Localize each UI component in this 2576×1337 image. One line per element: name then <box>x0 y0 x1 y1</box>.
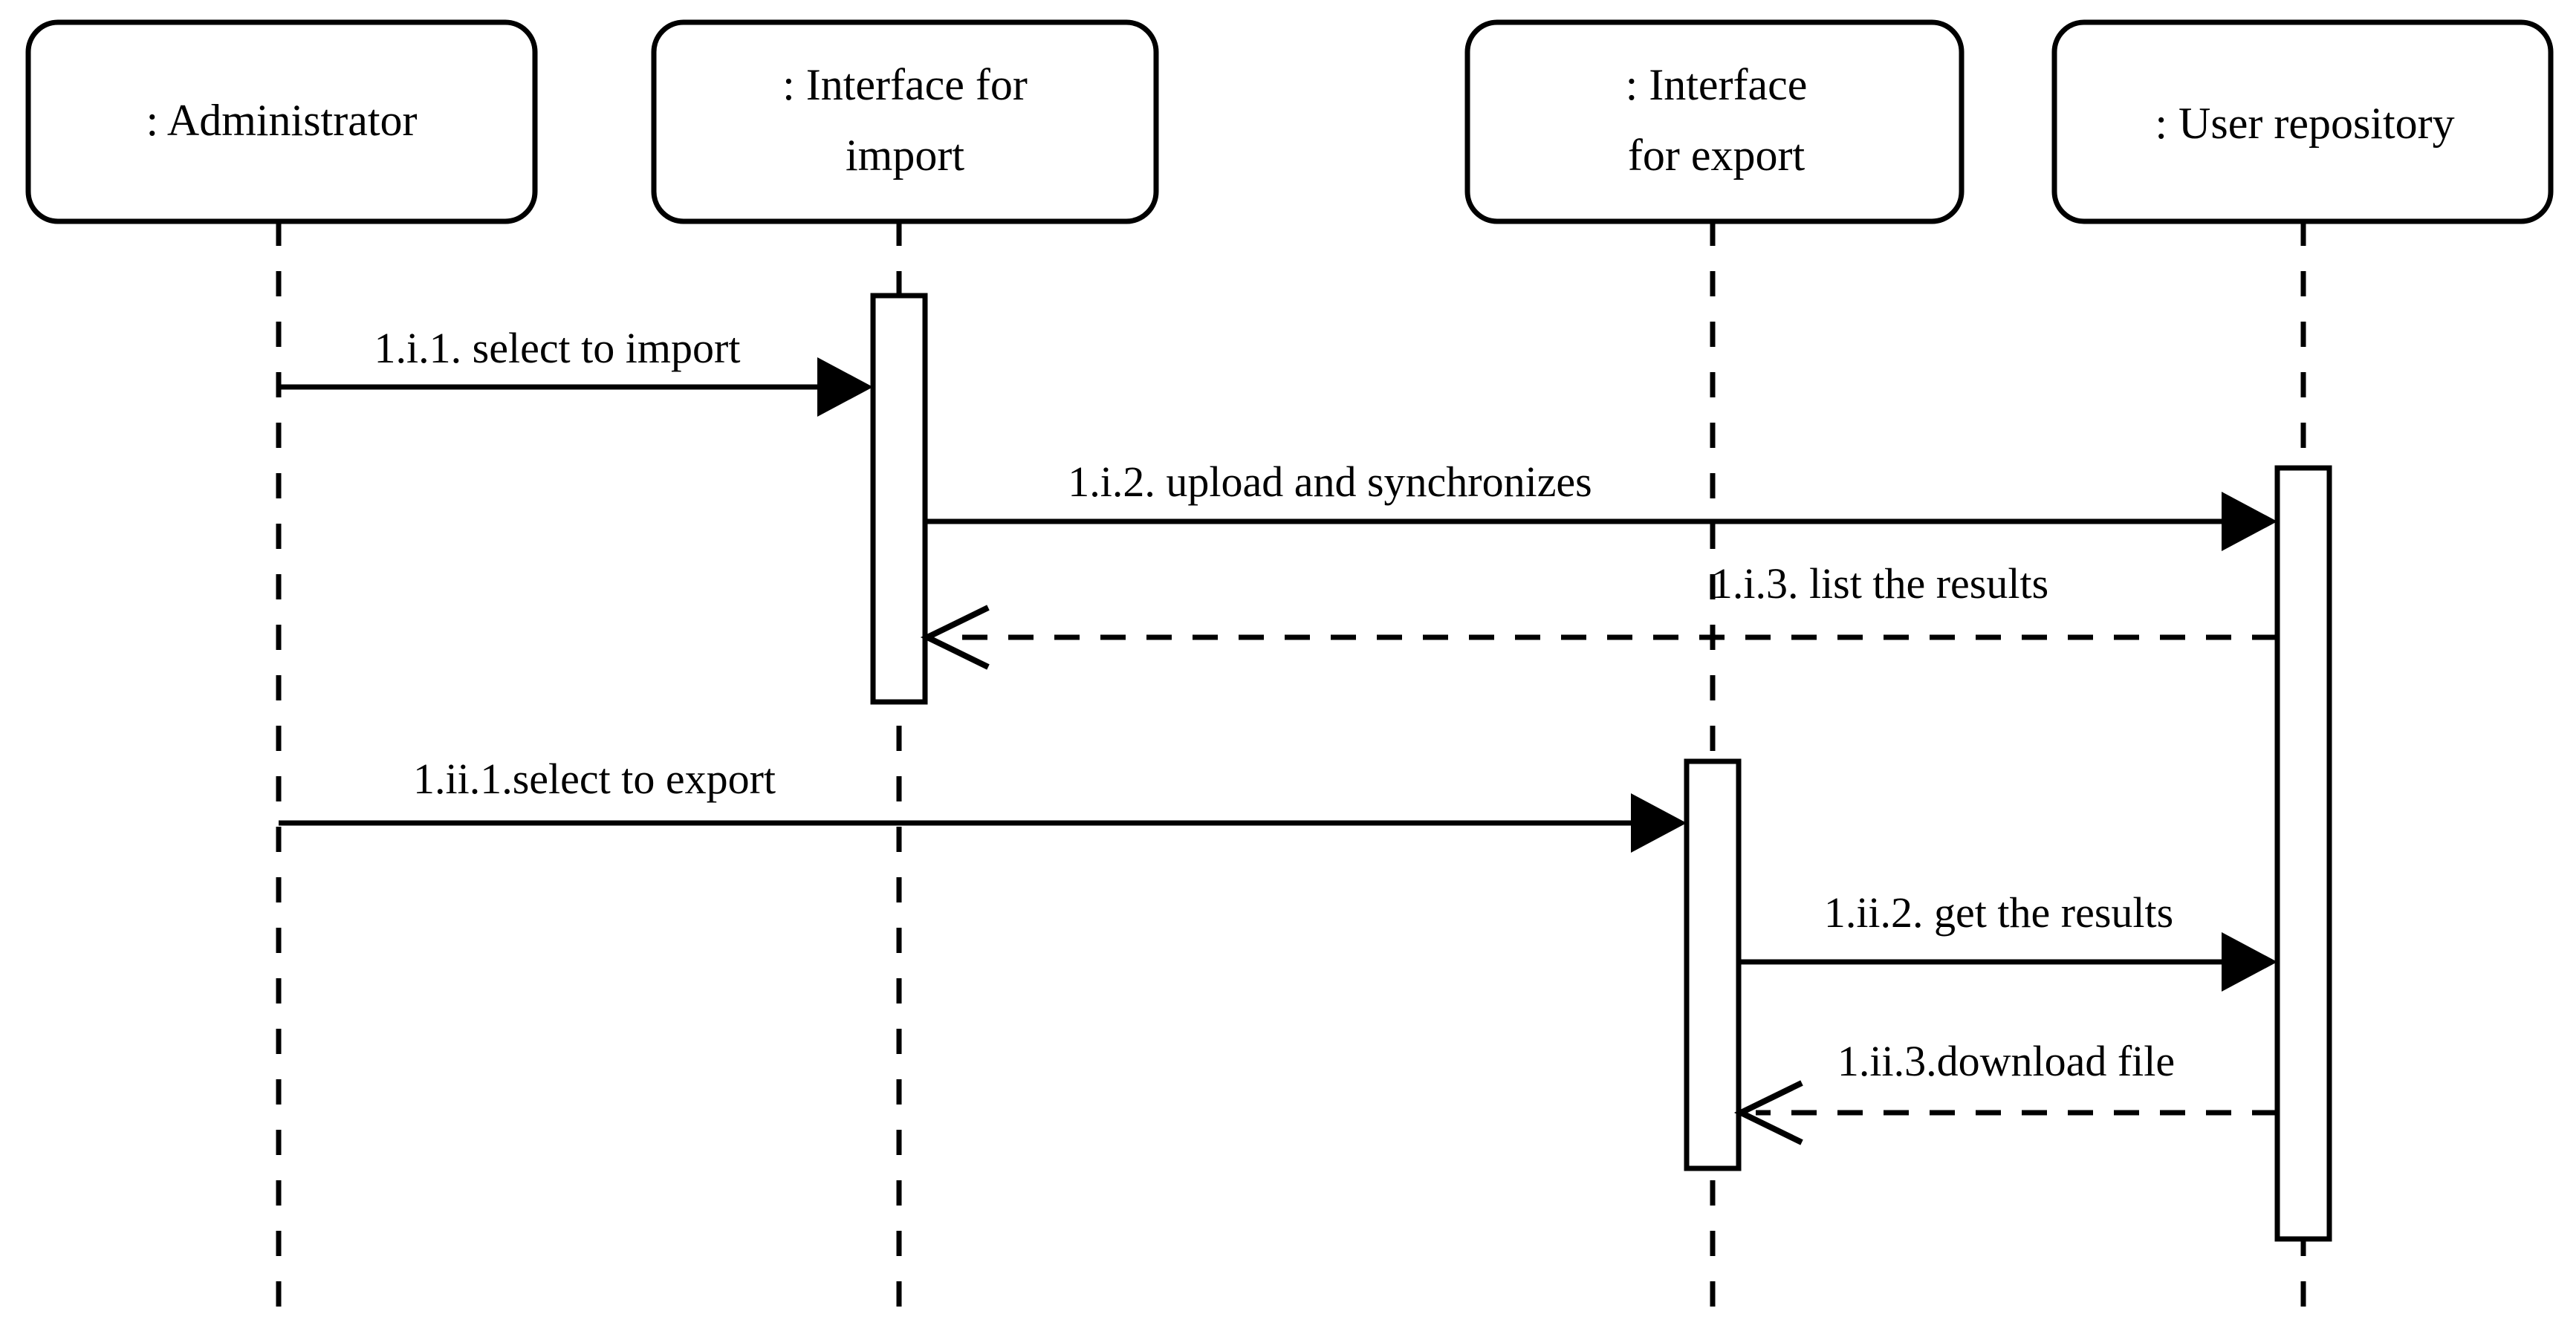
lifeline-label-interface-export-line2: for export <box>1628 131 1806 180</box>
message-m1[interactable]: 1.i.1. select to import <box>279 324 873 417</box>
lifeline-box-user-repository <box>2051 19 2554 224</box>
activation-bar-user-repository[interactable] <box>2274 465 2332 1242</box>
lifeline-label-interface-import-line1: : Interface for <box>782 60 1028 109</box>
message-arrowhead-m6 <box>1733 1080 1803 1145</box>
lifeline-label-interface-export-line1: : Interface <box>1626 60 1808 109</box>
lifeline-label-user-repository: : User repository <box>2155 99 2454 148</box>
lifeline-head-user-repository[interactable]: : User repository <box>2051 19 2554 224</box>
message-m3[interactable]: 1.i.3. list the results <box>920 559 2277 670</box>
message-arrowhead-m5 <box>2222 932 2277 992</box>
lifeline-box-administrator <box>25 19 538 224</box>
message-m2[interactable]: 1.i.2. upload and synchronizes <box>925 458 2277 551</box>
lifeline-label-administrator: : Administrator <box>146 96 418 145</box>
lifeline-box-interface-export <box>1464 19 1965 224</box>
message-m6[interactable]: 1.ii.3.download file <box>1733 1037 2277 1145</box>
message-label-m2: 1.i.2. upload and synchronizes <box>1068 458 1592 506</box>
message-label-m3: 1.i.3. list the results <box>1711 559 2048 608</box>
message-label-m1: 1.i.1. select to import <box>374 324 741 372</box>
activation-bar-interface-export[interactable] <box>1684 758 1742 1171</box>
lifeline-head-administrator[interactable]: : Administrator <box>25 19 538 224</box>
lifeline-box-interface-import <box>651 19 1159 224</box>
lifeline-head-interface-import[interactable]: : Interface for import <box>651 19 1159 224</box>
message-arrowhead-m2 <box>2222 492 2277 551</box>
lifeline-label-interface-import-line2: import <box>846 131 964 180</box>
message-label-m6: 1.ii.3.download file <box>1837 1037 2175 1085</box>
activation-bar-interface-import[interactable] <box>870 293 928 705</box>
message-m4[interactable]: 1.ii.1.select to export <box>279 755 1687 853</box>
message-arrowhead-m1 <box>817 357 873 417</box>
message-label-m4: 1.ii.1.select to export <box>413 755 776 803</box>
message-label-m5: 1.ii.2. get the results <box>1824 888 2173 937</box>
message-m5[interactable]: 1.ii.2. get the results <box>1739 888 2277 992</box>
message-arrowhead-m3 <box>920 605 990 670</box>
message-arrowhead-m4 <box>1631 793 1687 853</box>
lifeline-head-interface-export[interactable]: : Interface for export <box>1464 19 1965 224</box>
